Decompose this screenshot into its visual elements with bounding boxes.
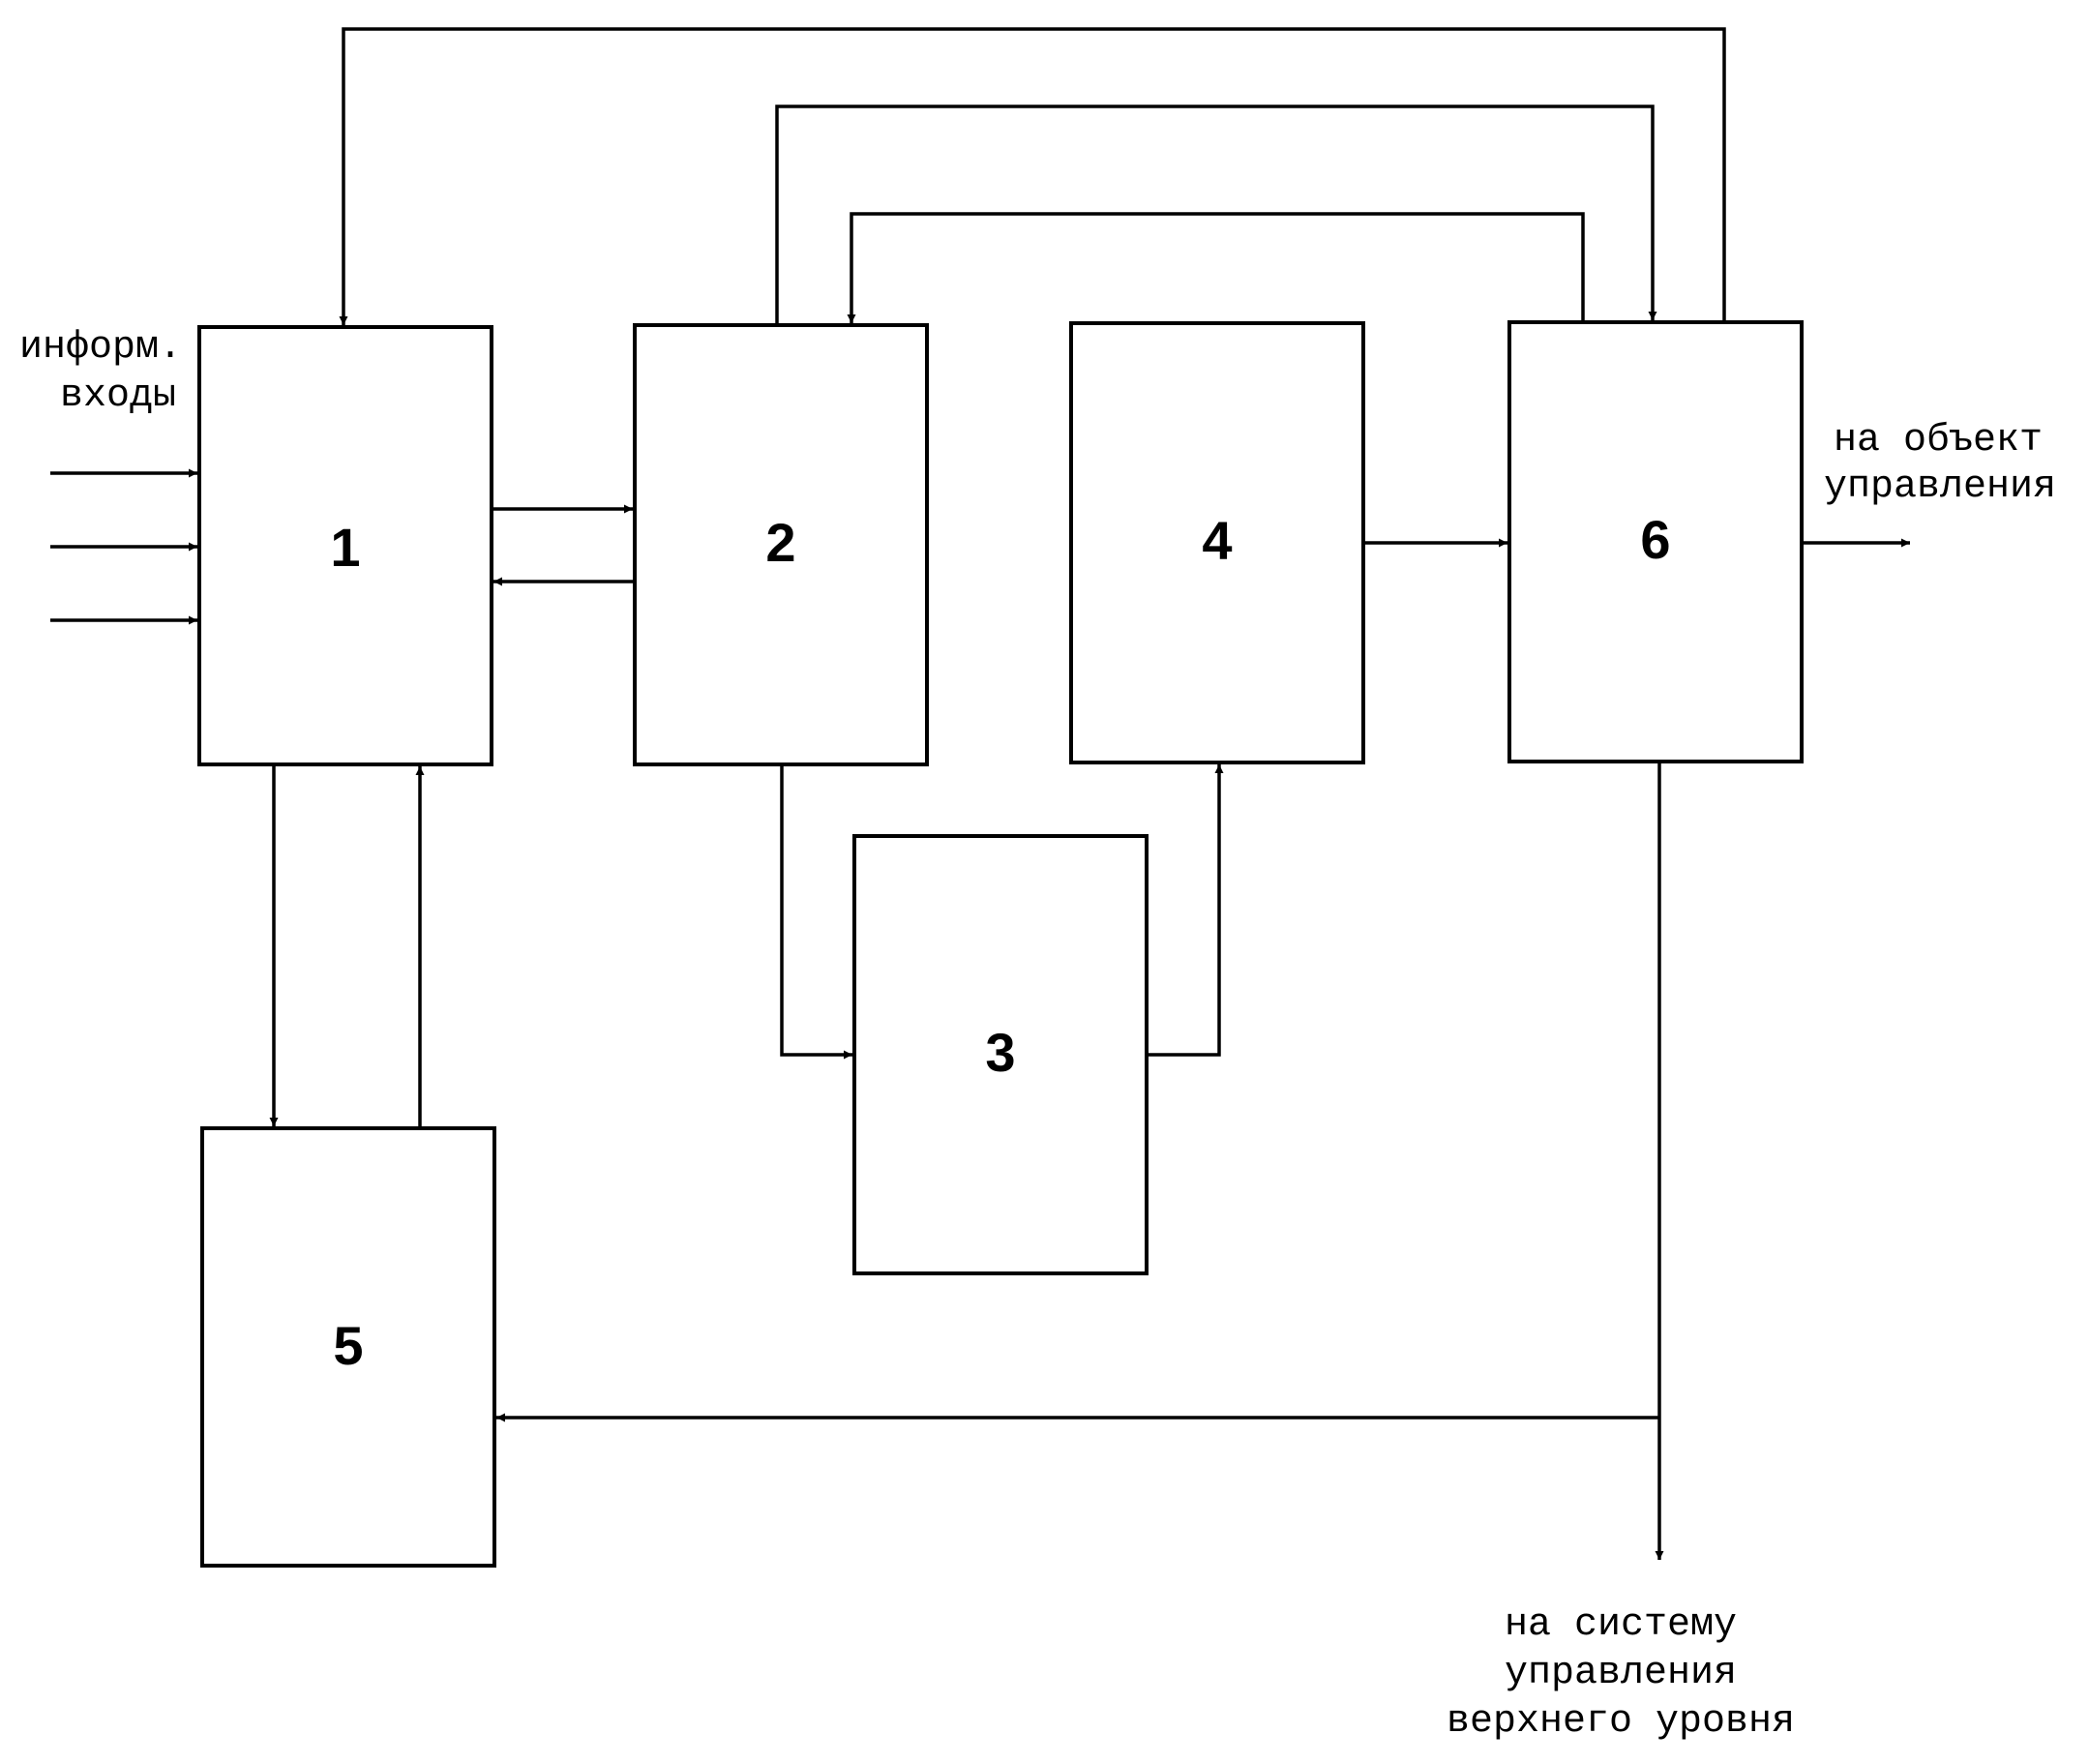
block-5-label: 5 <box>333 1315 363 1376</box>
object-label-line-2: управления <box>1824 465 2056 509</box>
block-2-label: 2 <box>765 512 795 573</box>
inputs-label: информ. входы <box>19 326 182 418</box>
block-4: 4 <box>1071 323 1363 762</box>
upper-level-label: на систему управления верхнего уровня <box>1447 1603 1795 1744</box>
block-6: 6 <box>1509 322 1802 762</box>
object-label: на объект управления <box>1824 419 2056 509</box>
inputs-label-line-2: входы <box>60 374 176 418</box>
block-5: 5 <box>202 1128 494 1566</box>
arrow-6-to-1 <box>343 29 1724 325</box>
block-6-label: 6 <box>1640 509 1670 570</box>
arrow-3-to-4 <box>1147 764 1219 1055</box>
inputs-label-line-1: информ. <box>19 326 182 370</box>
upper-level-label-line-3: верхнего уровня <box>1447 1700 1795 1744</box>
upper-level-label-line-2: управления <box>1505 1652 1737 1695</box>
block-1: 1 <box>199 327 492 764</box>
block-3-label: 3 <box>985 1022 1015 1083</box>
arrow-6-to-2 <box>851 214 1583 323</box>
object-label-line-1: на объект <box>1834 419 2043 463</box>
block-1-label: 1 <box>330 517 360 578</box>
arrow-2-to-6 <box>777 106 1653 325</box>
upper-level-label-line-1: на систему <box>1505 1603 1737 1647</box>
block-4-label: 4 <box>1202 510 1232 571</box>
block-2: 2 <box>635 325 927 764</box>
block-3: 3 <box>854 836 1147 1273</box>
arrow-2-to-3 <box>782 764 852 1055</box>
